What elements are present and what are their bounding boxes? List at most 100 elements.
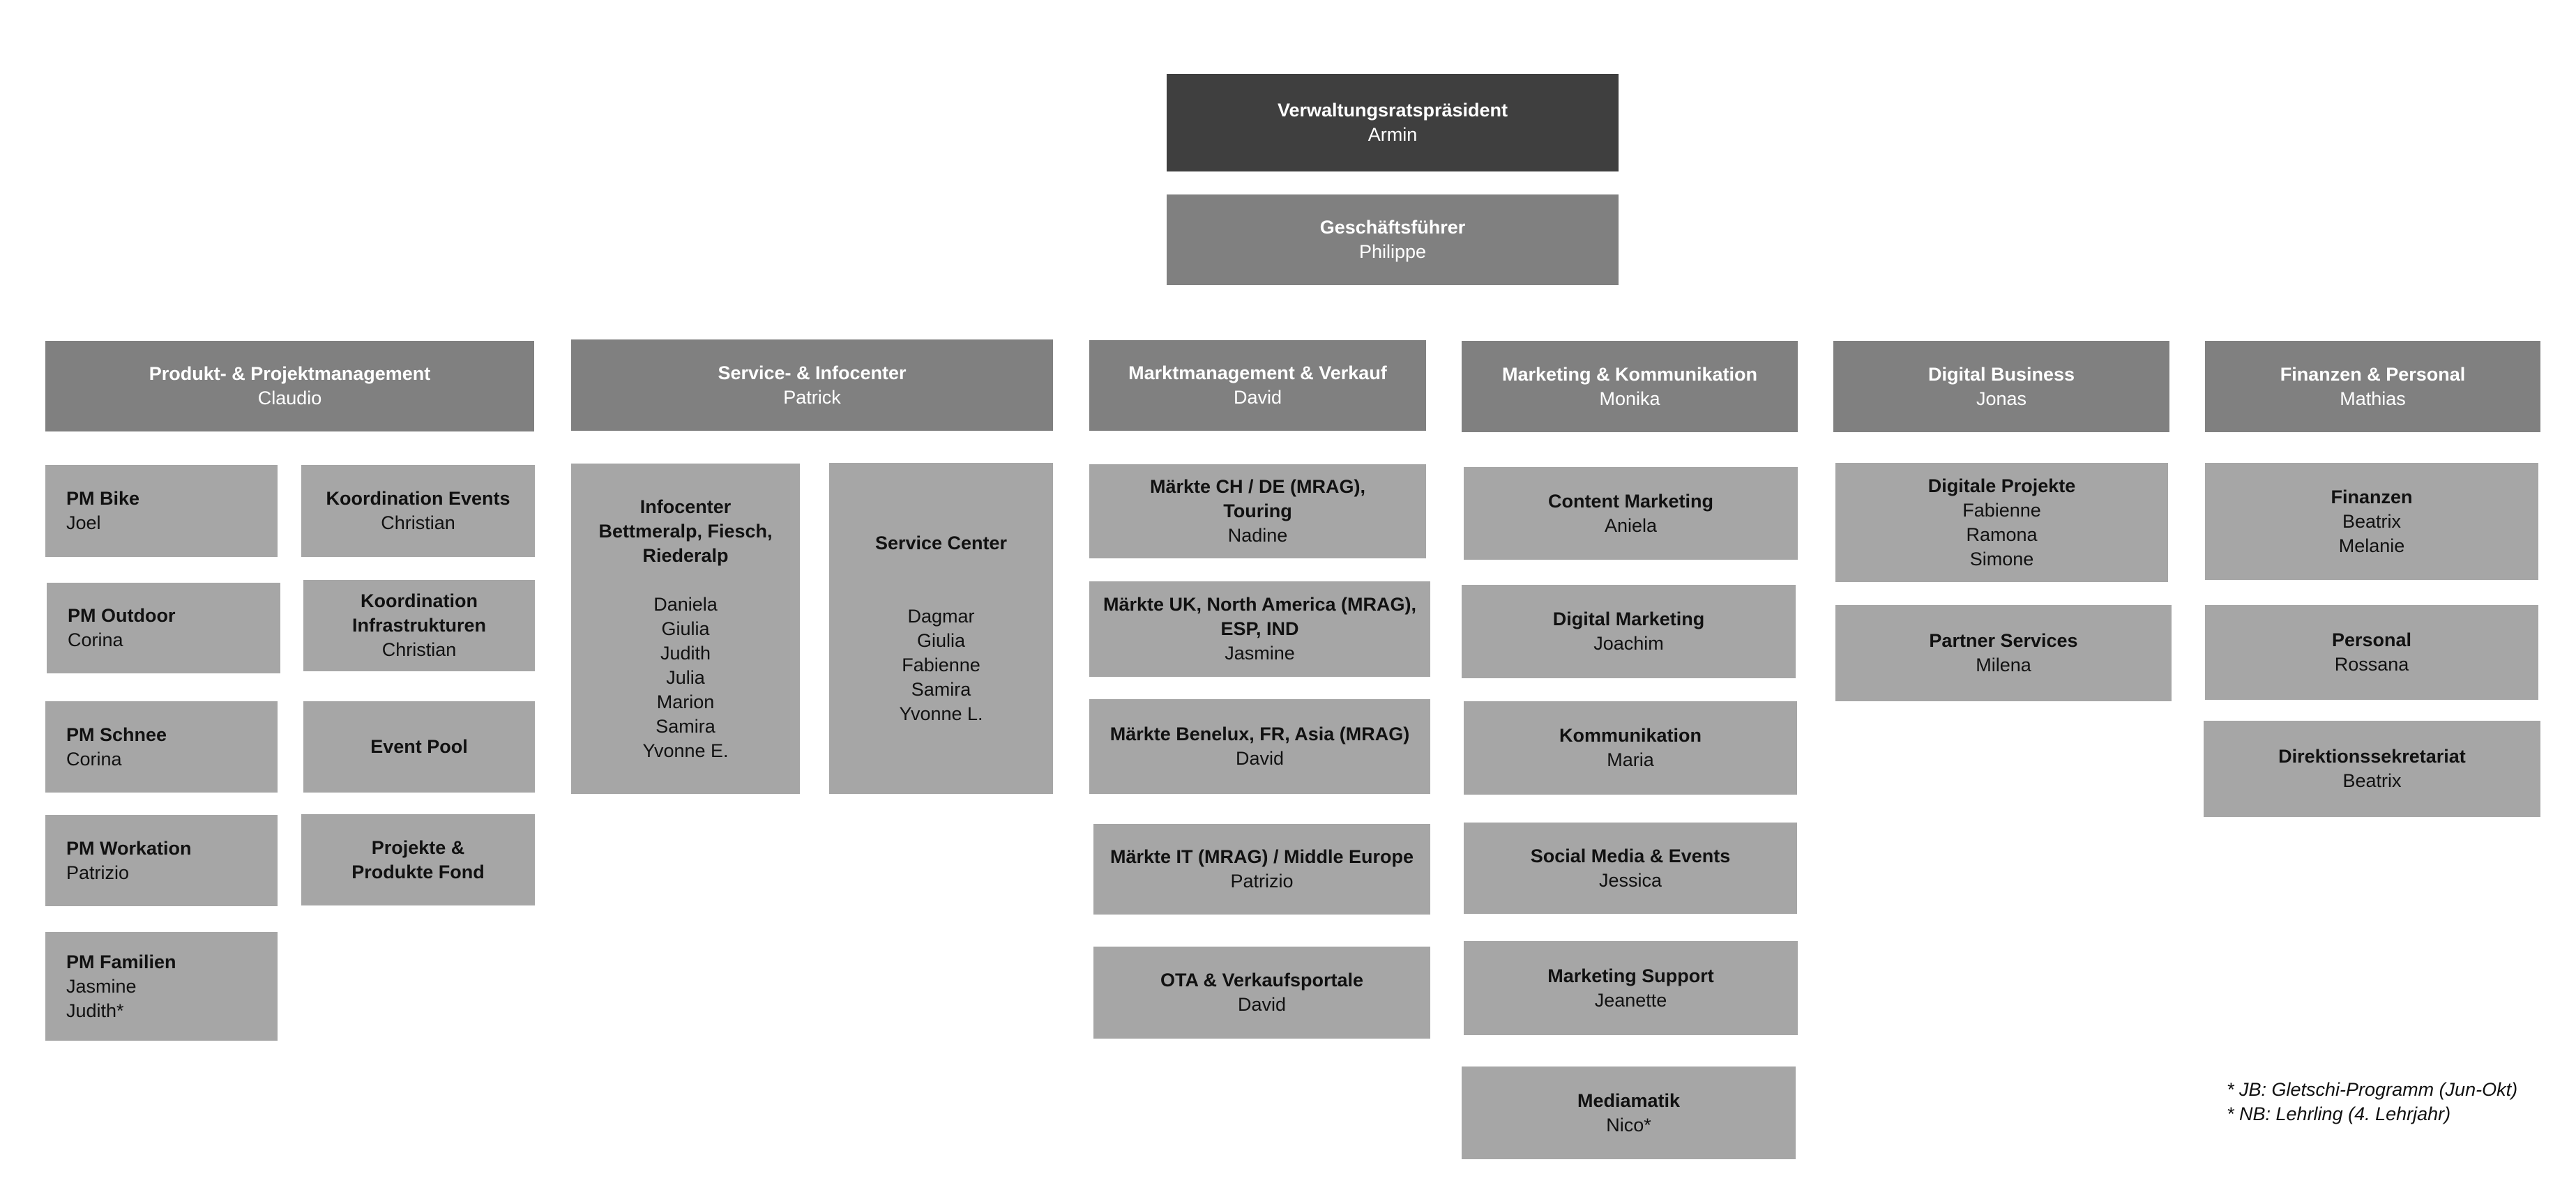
unit-member: Melanie	[2338, 535, 2405, 556]
unit-title: Personal	[2331, 629, 2412, 650]
unit-marketing-support: Marketing Support Jeanette	[1464, 941, 1798, 1035]
unit-member: Nico*	[1606, 1114, 1651, 1136]
unit-title-line: Produkte Fond	[351, 861, 485, 882]
ceo-title: Geschäftsführer	[1319, 217, 1466, 238]
unit-title: PM Outdoor	[68, 605, 176, 626]
department-marketing: Marketing & Kommunikation Monika	[1462, 341, 1798, 432]
department-produkt: Produkt- & Projektmanagement Claudio	[45, 341, 534, 431]
unit-title-line: ESP, IND	[1220, 618, 1299, 639]
unit-pm-workation: PM Workation Patrizio	[45, 815, 278, 906]
department-title: Digital Business	[1927, 363, 2075, 385]
unit-title-line: Märkte CH / DE (MRAG),	[1149, 476, 1366, 497]
unit-maerkte-it: Märkte IT (MRAG) / Middle Europe Patrizi…	[1093, 824, 1430, 915]
unit-title: Digitale Projekte	[1927, 475, 2076, 496]
unit-title: Mediamatik	[1577, 1090, 1681, 1111]
unit-title: Event Pool	[370, 736, 468, 757]
unit-title: PM Workation	[66, 837, 192, 859]
unit-title-line: Riederalp	[642, 544, 729, 566]
department-title: Service- & Infocenter	[718, 362, 907, 383]
unit-member: David	[1235, 748, 1285, 769]
unit-projekte-fond: Projekte & Produkte Fond	[301, 814, 535, 905]
unit-partner-services: Partner Services Milena	[1835, 605, 2172, 701]
unit-member: Giulia	[916, 629, 966, 651]
unit-member: Jasmine	[66, 975, 137, 997]
unit-title: Kommunikation	[1559, 725, 1702, 746]
unit-title: Märkte IT (MRAG) / Middle Europe	[1109, 846, 1414, 867]
department-markt: Marktmanagement & Verkauf David	[1089, 340, 1426, 431]
unit-title-line: Märkte UK, North America (MRAG),	[1103, 594, 1417, 615]
unit-member: Yvonne L.	[899, 703, 983, 724]
footnote-line: * NB: Lehrling (4. Lehrjahr)	[2227, 1103, 2451, 1124]
department-digital: Digital Business Jonas	[1833, 341, 2169, 432]
unit-member: Jessica	[1598, 869, 1662, 891]
unit-title: Märkte Benelux, FR, Asia (MRAG)	[1109, 724, 1410, 744]
unit-personal: Personal Rossana	[2205, 605, 2538, 700]
department-title: Marketing & Kommunikation	[1501, 363, 1758, 385]
unit-infocenter: Infocenter Bettmeralp, Fiesch, Riederalp…	[571, 464, 800, 794]
department-head: Jonas	[1976, 388, 2027, 409]
unit-title: Koordination Events	[326, 488, 510, 509]
unit-title-line: Bettmeralp, Fiesch,	[598, 520, 773, 542]
president-name: Armin	[1367, 124, 1418, 145]
unit-event-pool: Event Pool	[303, 701, 535, 793]
unit-finanzen: Finanzen Beatrix Melanie	[2205, 463, 2538, 580]
unit-title: Partner Services	[1929, 630, 2078, 651]
unit-title: PM Schnee	[66, 724, 167, 745]
unit-member: Aniela	[1604, 514, 1658, 536]
department-head: Claudio	[257, 388, 322, 408]
unit-service-center: Service Center Dagmar Giulia Fabienne Sa…	[829, 463, 1053, 794]
department-head: Monika	[1599, 388, 1660, 409]
unit-member: Maria	[1607, 749, 1654, 770]
unit-member: Christian	[381, 512, 455, 533]
unit-member: Joel	[66, 512, 101, 533]
unit-member: Fabienne	[1962, 499, 2041, 521]
unit-member: Judith	[660, 642, 711, 664]
unit-title-line: Projekte &	[371, 836, 465, 858]
unit-member: Marion	[656, 691, 715, 712]
unit-pm-schnee: PM Schnee Corina	[45, 701, 278, 793]
unit-maerkte-benelux: Märkte Benelux, FR, Asia (MRAG) David	[1089, 699, 1430, 794]
unit-title: Digital Marketing	[1552, 609, 1705, 629]
unit-member: Beatrix	[2342, 770, 2402, 791]
footnotes: * JB: Gletschi-Programm (Jun-Okt) * NB: …	[2227, 1078, 2517, 1126]
unit-title: OTA & Verkaufsportale	[1160, 970, 1364, 991]
department-title: Produkt- & Projektmanagement	[149, 363, 431, 384]
unit-title: Social Media & Events	[1530, 845, 1731, 866]
unit-title-line: Koordination	[361, 590, 478, 611]
unit-content-marketing: Content Marketing Aniela	[1464, 467, 1798, 560]
unit-member: Jasmine	[1225, 643, 1295, 664]
unit-maerkte-ch: Märkte CH / DE (MRAG), Touring Nadine	[1089, 464, 1426, 558]
unit-pm-familien: PM Familien Jasmine Judith*	[45, 932, 278, 1041]
unit-member: Judith*	[66, 1000, 124, 1021]
unit-member: Giulia	[661, 618, 710, 639]
unit-member: Ramona	[1966, 523, 2038, 545]
department-head: Mathias	[2340, 388, 2406, 409]
department-title: Finanzen & Personal	[2280, 363, 2466, 385]
unit-title: PM Familien	[66, 951, 176, 972]
unit-member: Joachim	[1593, 633, 1664, 654]
unit-kommunikation: Kommunikation Maria	[1464, 701, 1797, 795]
unit-title-line: Infrastrukturen	[351, 615, 487, 636]
unit-member: Dagmar	[907, 605, 975, 627]
unit-member: Corina	[66, 748, 122, 770]
unit-title: Marketing Support	[1547, 965, 1714, 986]
unit-digitale-projekte: Digitale Projekte Fabienne Ramona Simone	[1835, 463, 2168, 582]
unit-mediamatik: Mediamatik Nico*	[1462, 1066, 1796, 1159]
unit-member: Samira	[656, 715, 715, 737]
unit-member: Simone	[1969, 548, 2034, 569]
unit-member: Julia	[666, 666, 705, 688]
unit-member: Rossana	[2334, 654, 2409, 675]
unit-member: Beatrix	[2342, 510, 2402, 532]
president-box: Verwaltungsratspräsident Armin	[1167, 74, 1619, 171]
unit-koordination-infrastrukturen: Koordination Infrastrukturen Christian	[303, 580, 535, 671]
department-service: Service- & Infocenter Patrick	[571, 339, 1053, 431]
unit-title: Service Center	[874, 532, 1008, 553]
footnote-line: * JB: Gletschi-Programm (Jun-Okt)	[2227, 1079, 2518, 1100]
unit-member: Milena	[1976, 655, 2031, 675]
unit-member: Yvonne E.	[642, 740, 729, 761]
unit-direktionssekretariat: Direktionssekretariat Beatrix	[2204, 721, 2540, 817]
unit-social-media: Social Media & Events Jessica	[1464, 823, 1797, 914]
unit-pm-outdoor: PM Outdoor Corina	[47, 583, 280, 673]
unit-title: PM Bike	[66, 488, 140, 509]
